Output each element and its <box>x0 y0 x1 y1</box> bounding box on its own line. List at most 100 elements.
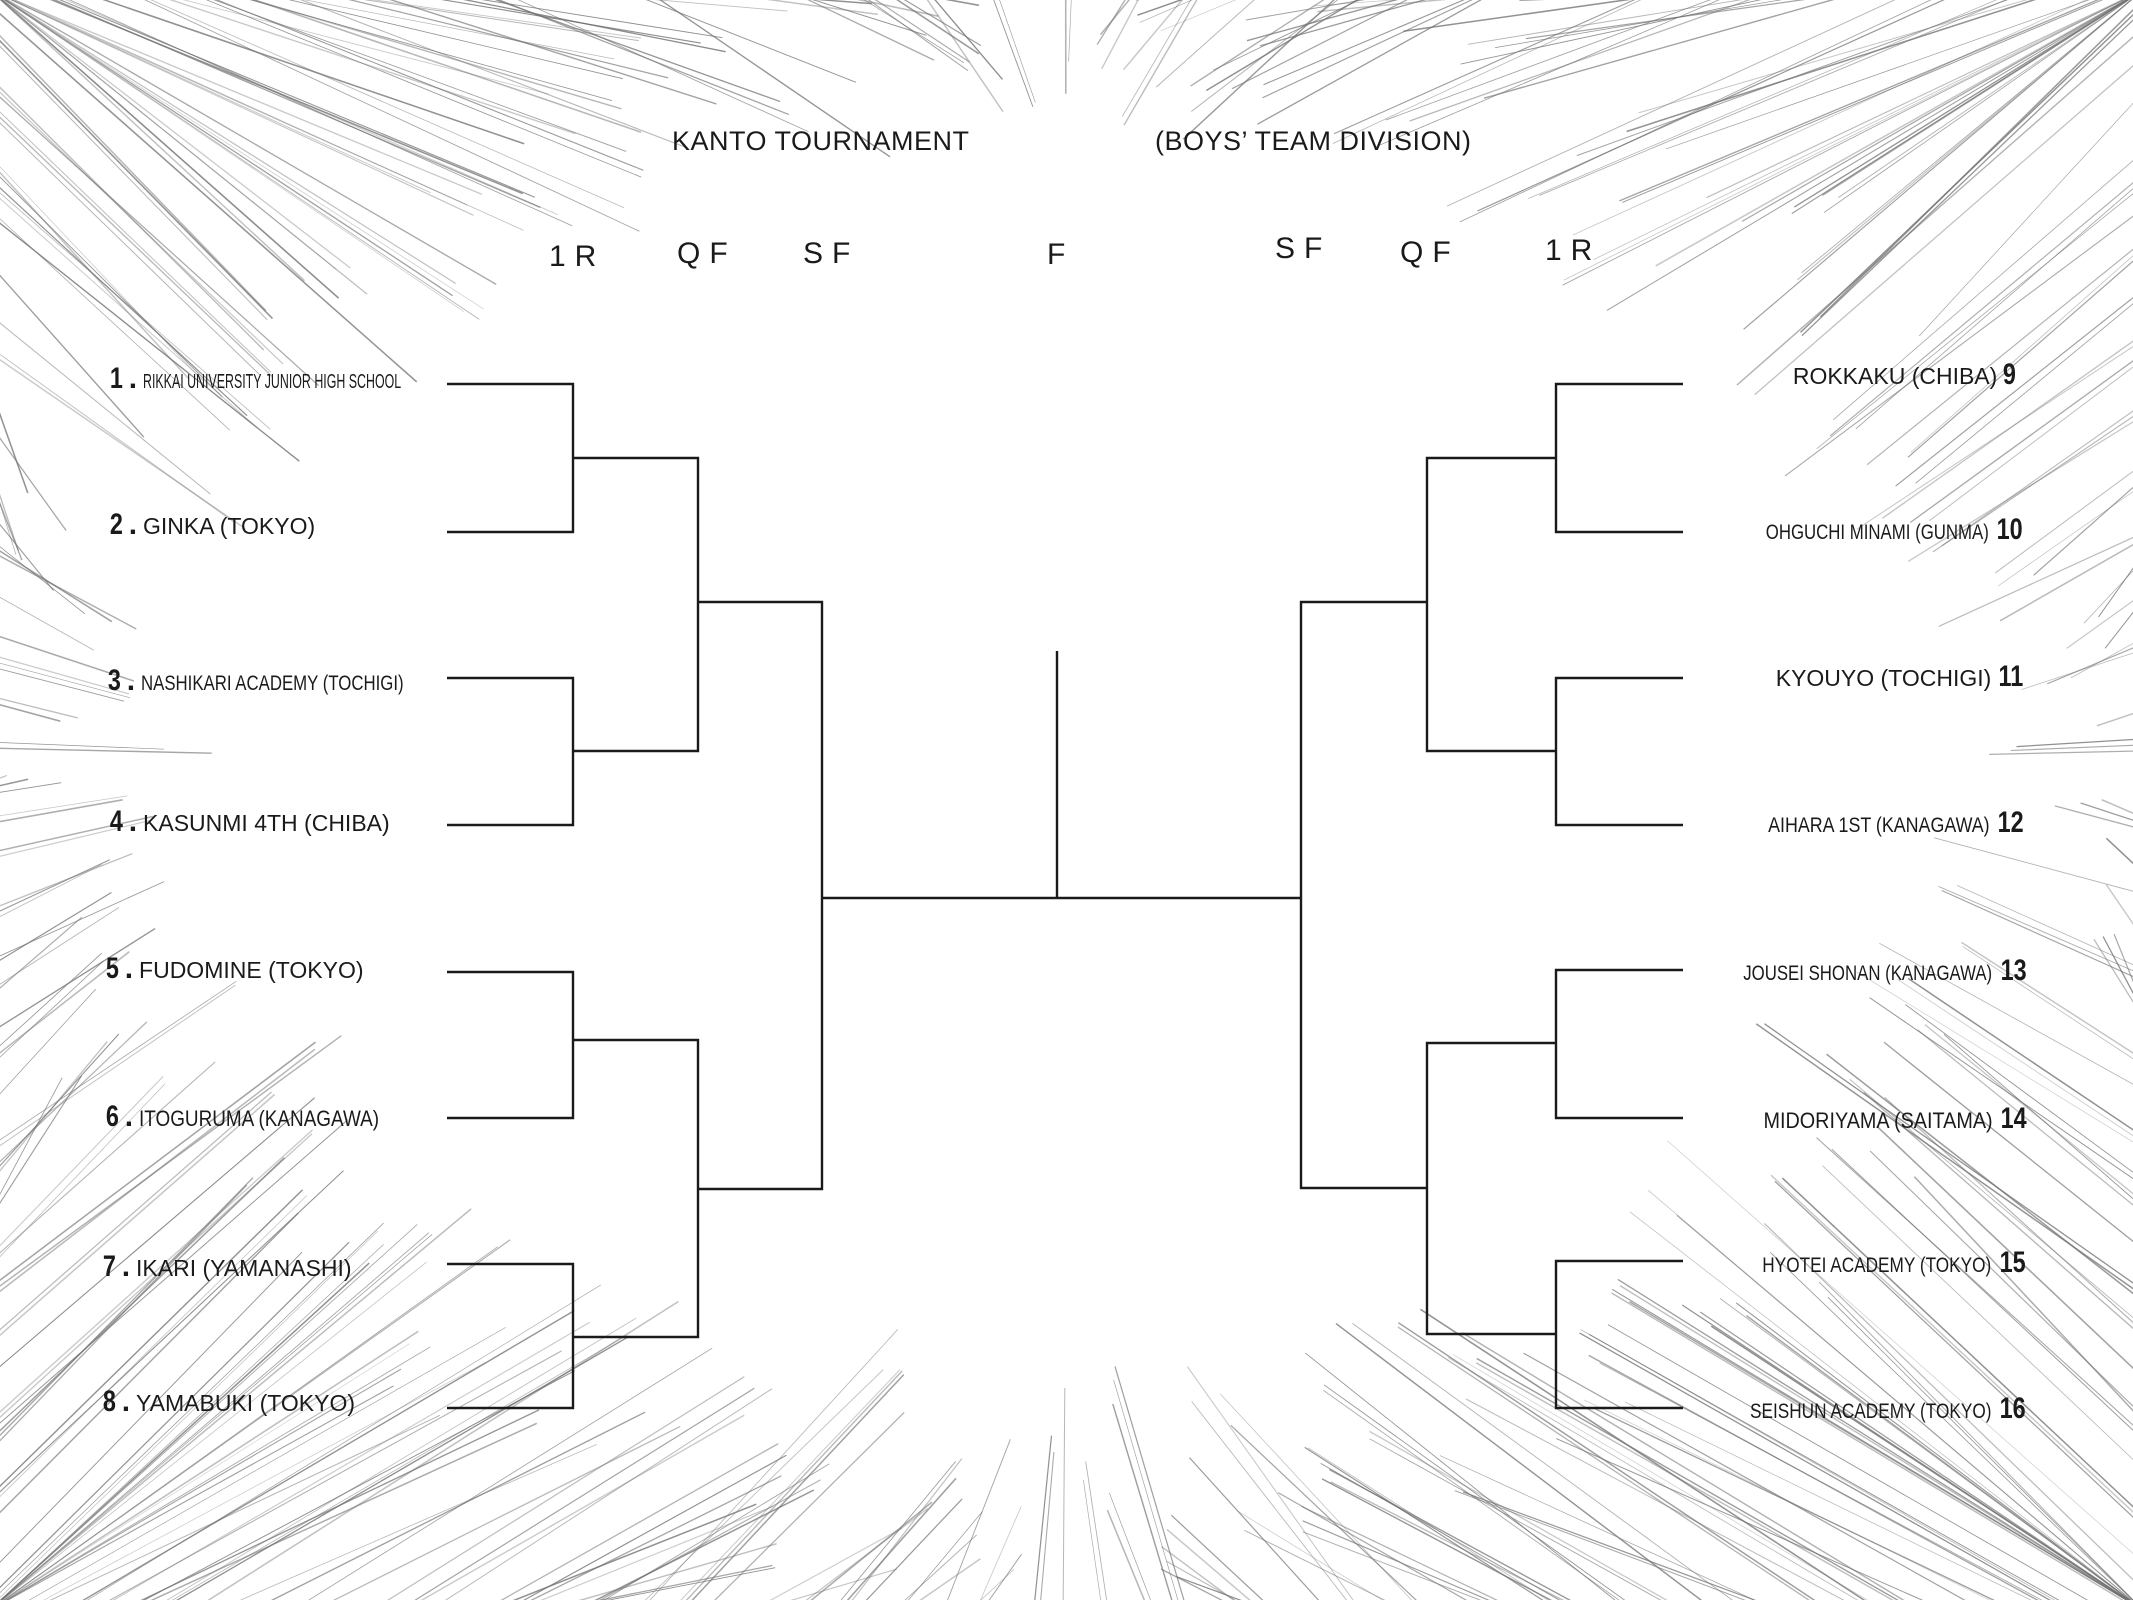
speed-line <box>1774 1180 2133 1518</box>
speed-line <box>1301 1505 1498 1600</box>
speed-line <box>2102 936 2133 995</box>
speed-line <box>82 1309 575 1600</box>
match-connector-13-14 <box>1554 968 1683 1120</box>
speed-line <box>2054 805 2133 828</box>
speed-line <box>1595 1408 1995 1600</box>
speed-line <box>1943 1034 2133 1200</box>
speed-line <box>0 96 320 387</box>
speed-line <box>59 0 536 198</box>
speed-line <box>1706 0 2124 199</box>
speed-line <box>0 950 130 1054</box>
speed-line <box>1333 0 1636 135</box>
speed-line <box>691 1374 905 1600</box>
speed-line <box>0 907 120 985</box>
speed-line <box>0 916 83 989</box>
team-name: SEISHUN ACADEMY (TOKYO) <box>1750 1400 1992 1423</box>
team-entry: ROKKAKU (CHIBA)9 <box>1793 358 2018 392</box>
speed-line <box>988 1553 1023 1600</box>
speed-line <box>653 0 788 12</box>
speed-line <box>790 1568 897 1600</box>
team-seed: 13 <box>2000 954 2027 987</box>
speed-line <box>1907 421 2133 562</box>
sf-connector-right <box>1299 600 1427 1190</box>
team-seed: 1 <box>109 362 123 395</box>
speed-line <box>1882 340 2133 519</box>
round-label-right-1r: 1R <box>1545 234 1602 267</box>
speed-line <box>0 222 300 462</box>
speed-line <box>1166 1560 1237 1600</box>
speed-line <box>0 1077 63 1196</box>
speed-line <box>1244 1529 1386 1600</box>
speed-line <box>606 1567 776 1600</box>
speed-line <box>1719 1298 2131 1600</box>
team-name: KYOUYO (TOCHIGI) <box>1775 665 1992 691</box>
round-label-left-qf: QF <box>677 237 737 270</box>
speed-line <box>599 1479 821 1600</box>
speed-line <box>0 412 29 494</box>
speed-line <box>304 0 615 60</box>
seed-dot: . <box>128 362 138 395</box>
speed-line <box>176 1335 630 1600</box>
speed-line <box>1312 0 1399 7</box>
speed-line <box>1588 1333 2060 1600</box>
speed-line <box>512 1503 757 1600</box>
speed-line <box>69 0 573 227</box>
speed-line <box>0 782 62 793</box>
speed-line <box>2010 744 2133 752</box>
speed-line <box>1638 0 2028 114</box>
speed-line <box>1941 410 2133 547</box>
speed-line <box>1523 1352 1966 1600</box>
seed-dot: . <box>128 508 138 541</box>
speed-line <box>1910 255 2133 453</box>
team-entry: 1. RIKKAI UNIVERSITY JUNIOR HIGH SCHOOL <box>108 362 559 396</box>
speed-line <box>1607 1324 2089 1600</box>
speed-line <box>1869 997 2133 1180</box>
speed-line <box>2096 712 2133 727</box>
speed-line <box>206 0 642 178</box>
speed-line <box>1323 1384 1626 1600</box>
team-seed: 6 <box>105 1100 119 1133</box>
speed-line <box>0 881 165 957</box>
speed-line <box>1655 0 2127 267</box>
qf-connector-b <box>573 1038 700 1339</box>
seed-dot: . <box>121 1385 131 1418</box>
speed-line <box>1332 0 1642 144</box>
speed-line <box>1934 837 2133 892</box>
speed-line <box>874 0 970 63</box>
speed-line <box>0 353 234 523</box>
team-entry: HYOTEI ACADEMY (TOKYO)15 <box>1712 1246 2029 1280</box>
speed-line <box>540 1505 773 1600</box>
speed-line <box>980 1506 1022 1600</box>
speed-line <box>0 1241 350 1589</box>
speed-line <box>1763 1222 2133 1581</box>
team-seed: 5 <box>105 952 119 985</box>
speed-line <box>1784 215 2133 477</box>
speed-line <box>0 1035 342 1287</box>
speed-line <box>445 1388 773 1600</box>
speed-line <box>1137 0 1183 16</box>
team-name: FUDOMINE (TOKYO) <box>139 957 364 983</box>
speed-line <box>1800 13 2133 333</box>
speed-line <box>1957 885 2133 966</box>
speed-line <box>1335 1323 1703 1600</box>
speed-line <box>1884 1096 2133 1324</box>
speed-line <box>1161 1546 1235 1600</box>
speed-line <box>1398 1322 1816 1600</box>
speed-line <box>102 0 525 145</box>
speed-line <box>0 171 189 379</box>
speed-line <box>1938 536 2133 627</box>
speed-line <box>1822 0 2129 196</box>
speed-line <box>288 0 623 80</box>
speed-line <box>1236 1510 1383 1600</box>
speed-line <box>1123 0 1198 126</box>
team-name: YAMABUKI (TOKYO) <box>136 1390 355 1416</box>
speed-line <box>463 0 726 53</box>
speed-line <box>1460 0 1762 65</box>
final-connector <box>822 651 1301 900</box>
team-entry: 5. FUDOMINE (TOKYO) <box>104 952 364 986</box>
speed-line <box>1924 1024 2133 1195</box>
speed-line <box>1876 1125 2133 1370</box>
speed-line <box>10 0 431 194</box>
speed-line <box>1307 1447 1549 1600</box>
right-sf-connector <box>1299 600 1427 1190</box>
